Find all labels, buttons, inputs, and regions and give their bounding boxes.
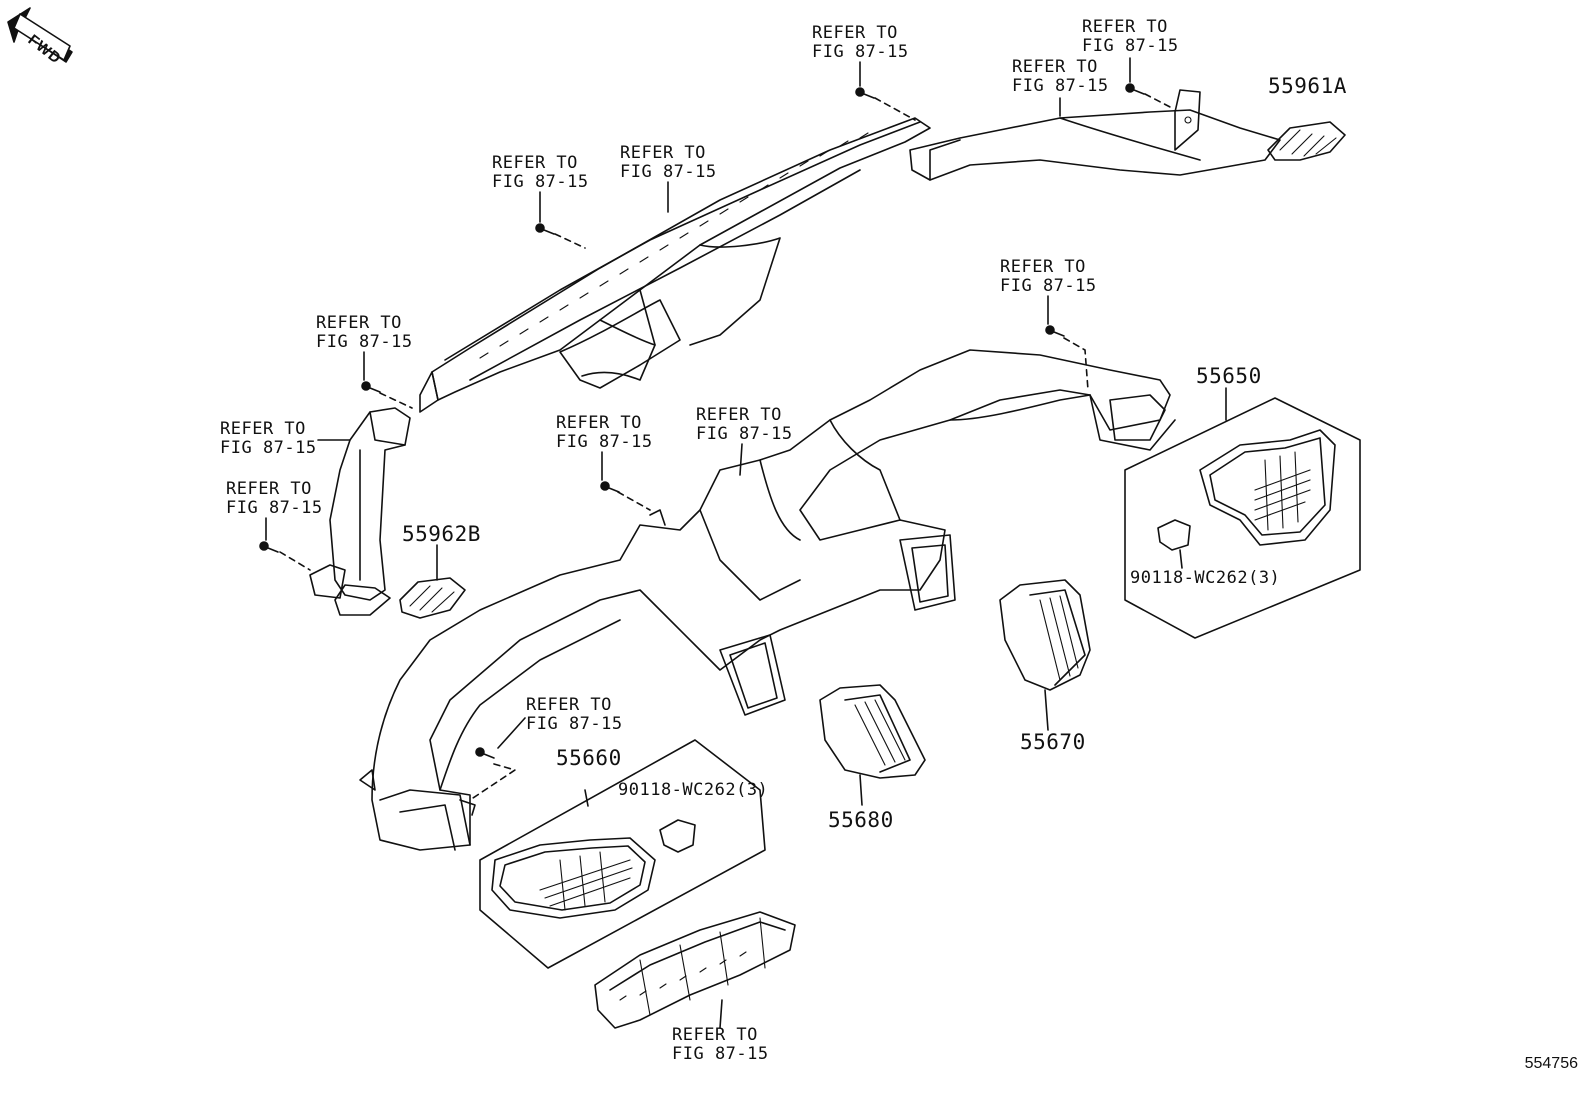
- part-number-55670: 55670: [1020, 730, 1086, 754]
- part-number-clip-right: 90118-WC262(3): [1130, 568, 1281, 588]
- part-number-55962b: 55962B: [402, 522, 481, 546]
- part-number-clip-left: 90118-WC262(3): [618, 780, 769, 800]
- leader-lines: [265, 57, 1227, 1029]
- part-number-55961a: 55961A: [1268, 74, 1347, 98]
- fwd-arrow-icon: [7, 7, 73, 63]
- register-55670: [999, 579, 1091, 731]
- part-number-55680: 55680: [828, 808, 894, 832]
- screw-icons: [259, 83, 1145, 759]
- left-side-duct: [309, 407, 411, 616]
- part-number-55650: 55650: [1196, 364, 1262, 388]
- assembly-box-55660: [479, 739, 766, 969]
- upper-right-duct: [909, 89, 1281, 181]
- register-55962b: [399, 577, 466, 619]
- register-55961a: [1267, 121, 1346, 161]
- upper-center-duct: [419, 117, 931, 413]
- bottom-panel: [594, 911, 796, 1029]
- diagram-id: 554756: [1524, 1055, 1578, 1072]
- register-55680: [819, 684, 926, 806]
- lower-main-duct: [359, 349, 1176, 851]
- assembly-box-55650: [1124, 397, 1361, 639]
- part-number-55660: 55660: [556, 746, 622, 770]
